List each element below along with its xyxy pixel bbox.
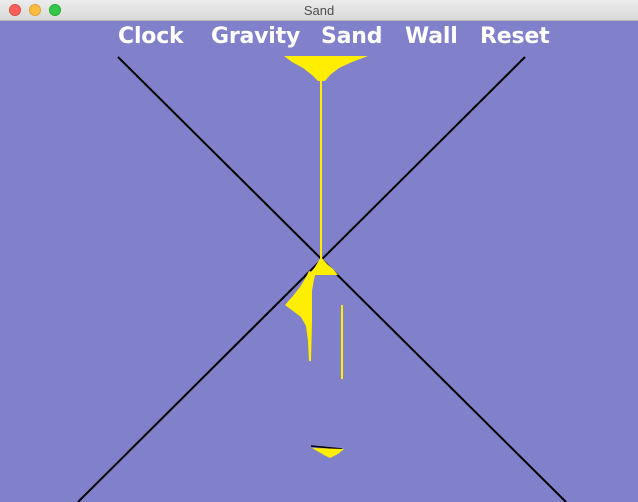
wall-line-left-diagonal xyxy=(117,56,567,502)
sand-bottom-fragment xyxy=(312,448,344,458)
sand-canvas[interactable]: Clock Gravity Sand Wall Reset xyxy=(0,21,638,502)
window-title: Sand xyxy=(303,3,335,18)
minimize-window-icon[interactable] xyxy=(29,4,41,16)
sand-neck-pile xyxy=(309,257,338,275)
sand-scene xyxy=(77,56,567,502)
maximize-window-icon[interactable] xyxy=(49,4,61,16)
wall-fragment xyxy=(310,445,343,450)
close-window-icon[interactable] xyxy=(9,4,21,16)
wall-button[interactable]: Wall xyxy=(405,24,458,49)
clock-button[interactable]: Clock xyxy=(118,24,184,49)
sand-drip xyxy=(341,305,343,379)
gravity-button[interactable]: Gravity xyxy=(211,24,301,49)
reset-button[interactable]: Reset xyxy=(480,24,550,49)
sand-top-pile xyxy=(284,56,368,81)
title-bar[interactable]: Sand xyxy=(0,0,638,21)
wall-line-right-diagonal xyxy=(77,56,526,502)
sand-stream xyxy=(320,77,322,260)
sand-button[interactable]: Sand xyxy=(321,24,383,49)
sand-left-pile xyxy=(285,271,316,361)
